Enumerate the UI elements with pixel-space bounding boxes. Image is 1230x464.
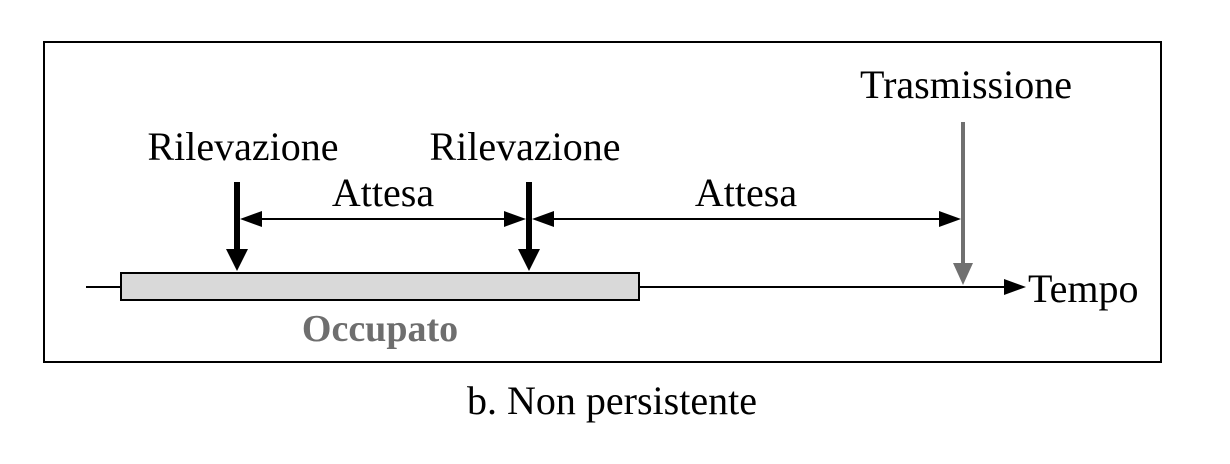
wait-interval-1	[240, 211, 526, 227]
time-axis-label: Tempo	[1028, 266, 1139, 311]
busy-bar	[120, 272, 640, 301]
diagram-frame	[43, 41, 1162, 363]
sensing-label-2: Rilevazione	[429, 124, 620, 169]
sensing-arrow-1	[226, 182, 248, 271]
wait-interval-2	[532, 211, 961, 227]
diagram-caption: b. Non persistente	[467, 378, 757, 423]
transmission-arrow	[953, 122, 973, 285]
busy-label: Occupato	[302, 308, 458, 350]
wait-label-2: Attesa	[695, 170, 797, 215]
transmission-label: Trasmissione	[860, 62, 1072, 107]
sensing-arrow-2	[518, 182, 540, 271]
sensing-label-1: Rilevazione	[147, 124, 338, 169]
time-axis-arrowhead	[1004, 279, 1026, 295]
wait-label-1: Attesa	[332, 170, 434, 215]
